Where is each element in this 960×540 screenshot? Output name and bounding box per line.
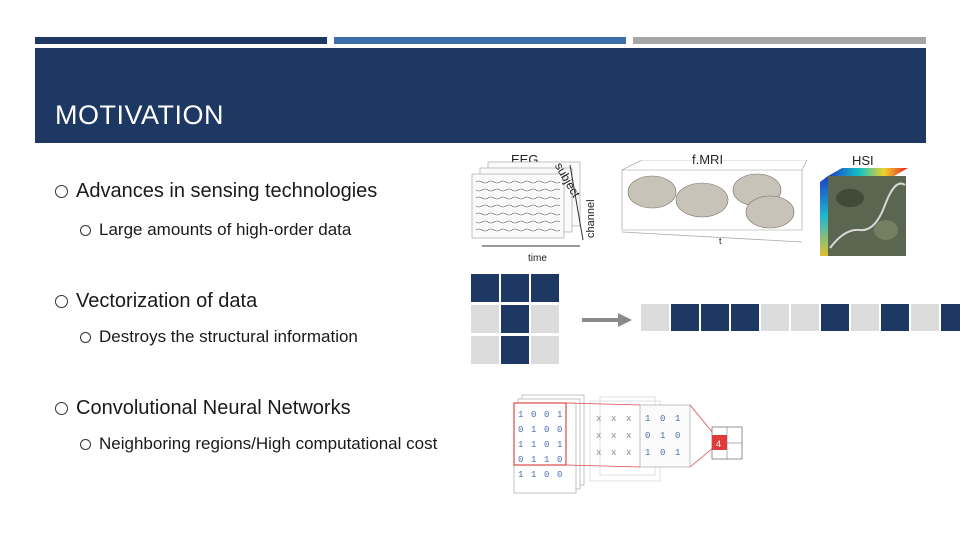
conv-kernel-value: 0 (660, 448, 665, 458)
bullet-circle-icon (80, 332, 91, 343)
vector-cell (851, 304, 879, 331)
conv-kernel-value: 1 (645, 414, 650, 424)
bullet-structure: Destroys the structural information (80, 327, 358, 347)
conv-input-value: 1 (531, 455, 536, 465)
conv-kernel-value: 1 (675, 448, 680, 458)
bullet-text: Convolutional Neural Networks (76, 397, 351, 419)
fmri-brain-image (621, 160, 808, 243)
conv-mult-symbol: x (596, 431, 601, 441)
matrix-cell (531, 305, 559, 333)
time-axis-label: time (528, 253, 547, 264)
matrix-cell (531, 274, 559, 302)
conv-input-value: 1 (557, 440, 562, 450)
conv-mult-symbol: x (626, 431, 631, 441)
vector-cell (671, 304, 699, 331)
conv-input-value: 0 (531, 410, 536, 420)
vector-cell (821, 304, 849, 331)
conv-input-value: 0 (557, 470, 562, 480)
vector-cell (881, 304, 909, 331)
matrix-cell (471, 336, 499, 364)
conv-mult-symbol: x (611, 414, 616, 424)
conv-input-value: 0 (518, 425, 523, 435)
matrix-cell (531, 336, 559, 364)
bullet-high-order: Large amounts of high-order data (80, 220, 351, 240)
conv-kernel-value: 1 (645, 448, 650, 458)
conv-kernel-value: 1 (660, 431, 665, 441)
conv-output-value: 4 (716, 439, 721, 449)
bullet-text: Destroys the structural information (99, 327, 358, 346)
vector-cell (911, 304, 939, 331)
conv-input-value: 1 (518, 440, 523, 450)
conv-kernel-value: 1 (675, 414, 680, 424)
fmri-label: f.MRI (692, 152, 724, 167)
bullet-circle-icon (80, 439, 91, 450)
vector-cell (731, 304, 759, 331)
conv-mult-symbol: x (596, 448, 601, 458)
matrix-cell (501, 305, 529, 333)
conv-input-value: 1 (518, 470, 523, 480)
conv-input-value: 0 (557, 425, 562, 435)
bullet-vectorization: Vectorization of data (55, 290, 257, 313)
conv-input-value: 1 (531, 440, 536, 450)
bullet-circle-icon (55, 295, 68, 308)
slide-title: MOTIVATION (55, 100, 224, 130)
conv-input-value: 0 (544, 470, 549, 480)
accent-bar-dark (35, 37, 327, 44)
bullet-circle-icon (80, 225, 91, 236)
accent-bar-gray (633, 37, 926, 44)
conv-kernel-value: 0 (660, 414, 665, 424)
bullet-text: Neighboring regions/High computational c… (99, 434, 438, 453)
matrix-cell (501, 274, 529, 302)
accent-bar-blue (334, 37, 626, 44)
conv-mult-symbol: x (611, 448, 616, 458)
bullet-text: Large amounts of high-order data (99, 220, 352, 239)
conv-mult-symbol: x (626, 448, 631, 458)
conv-mult-symbol: x (596, 414, 601, 424)
bullet-neighboring: Neighboring regions/High computational c… (80, 434, 437, 454)
fmri-time-label: t (719, 236, 722, 246)
eeg-tensor-image (471, 161, 584, 247)
bullet-sensing: Advances in sensing technologies (55, 180, 377, 203)
conv-kernel-value: 0 (675, 431, 680, 441)
conv-input-value: 1 (557, 410, 562, 420)
matrix-cell (501, 336, 529, 364)
bullet-text: Advances in sensing technologies (76, 180, 378, 202)
vector-cell (941, 304, 960, 331)
channel-axis-label: channel (585, 199, 597, 238)
bullet-circle-icon (55, 402, 68, 415)
matrix-cell (471, 305, 499, 333)
vector-cell (791, 304, 819, 331)
conv-input-value: 1 (531, 470, 536, 480)
arrow-right-icon (582, 313, 632, 327)
bullet-cnn: Convolutional Neural Networks (55, 397, 351, 420)
vector-cell (761, 304, 789, 331)
conv-input-value: 1 (518, 410, 523, 420)
vector-cell (641, 304, 669, 331)
bullet-circle-icon (55, 185, 68, 198)
conv-mult-symbol: x (626, 414, 631, 424)
conv-input-value: 0 (557, 455, 562, 465)
conv-input-value: 0 (518, 455, 523, 465)
conv-input-value: 0 (544, 425, 549, 435)
conv-input-value: 1 (544, 455, 549, 465)
matrix-cell (471, 274, 499, 302)
conv-mult-symbol: x (611, 431, 616, 441)
conv-input-value: 0 (544, 410, 549, 420)
conv-input-value: 0 (544, 440, 549, 450)
hsi-cube-image (820, 168, 908, 256)
title-banner (35, 48, 926, 143)
conv-kernel-value: 0 (645, 431, 650, 441)
vector-cell (701, 304, 729, 331)
conv-input-value: 1 (531, 425, 536, 435)
hsi-label: HSI (852, 153, 874, 168)
bullet-text: Vectorization of data (76, 290, 258, 312)
